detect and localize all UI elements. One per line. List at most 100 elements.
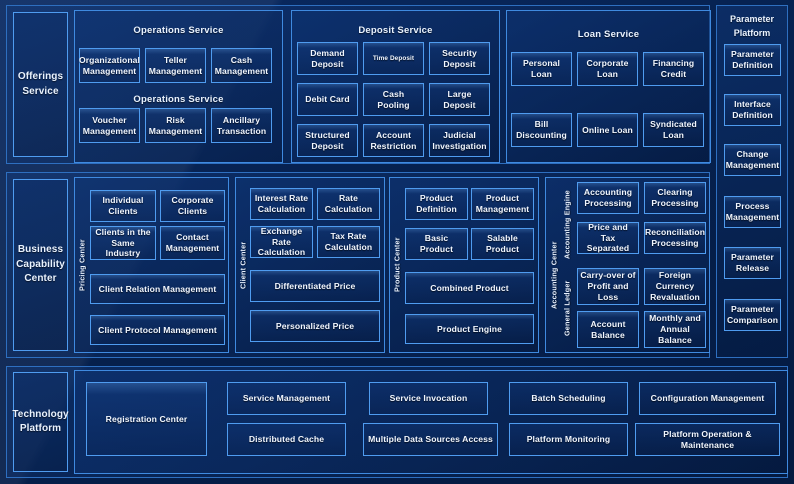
box-label: Judicial Investigation <box>432 129 487 151</box>
box-salable-product[interactable]: Salable Product <box>471 228 534 260</box>
box-structured-deposit[interactable]: Structured Deposit <box>297 124 358 157</box>
group-loan-service: Loan Service <box>506 10 711 163</box>
box-batch-scheduling[interactable]: Batch Scheduling <box>509 382 628 415</box>
box-label: Corporate Loan <box>586 58 629 79</box>
box-platform-operation-and-maintenance[interactable]: Platform Operation & Maintenance <box>635 423 780 456</box>
box-demand-deposit[interactable]: Demand Deposit <box>297 42 358 75</box>
box-change-management[interactable]: Change Management <box>724 144 781 176</box>
box-interest-rate-calculation[interactable]: Interest Rate Calculation <box>250 188 313 220</box>
box-personal-loan[interactable]: Personal Loan <box>511 52 572 86</box>
group-operations-service: Operations Service Operations Service <box>74 10 283 163</box>
box-time-deposit[interactable]: Time Deposit <box>363 42 424 75</box>
box-product-engine[interactable]: Product Engine <box>405 314 534 344</box>
box-online-loan[interactable]: Online Loan <box>577 113 638 147</box>
box-clients-in-the-same-industry[interactable]: Clients in the Same Industry <box>90 226 156 260</box>
subgroup-accounting-engine-vlabel: Accounting Engine <box>561 182 573 268</box>
box-syndicated-loan[interactable]: Syndicated Loan <box>643 113 704 147</box>
pillar-business-capability-center: Business Capability Center <box>13 179 68 351</box>
box-process-management[interactable]: Process Management <box>724 196 781 228</box>
group-technology-platform <box>74 370 788 474</box>
pillar-technology-platform-label: Technology Platform <box>12 408 69 435</box>
group-product-center-vlabel: Product Center <box>391 215 403 315</box>
box-label: Clients in the Same Industry <box>95 226 151 259</box>
parameter-platform-title: Parameter Platform <box>716 12 788 42</box>
box-foreign-currency-revaluation[interactable]: Foreign Currency Revaluation <box>644 268 706 305</box>
pillar-business-capability-center-label: Business Capability Center <box>16 244 65 285</box>
pillar-offerings-service-label: Offerings Service <box>17 71 64 97</box>
box-accounting-processing[interactable]: Accounting Processing <box>577 182 639 214</box>
box-client-protocol-management[interactable]: Client Protocol Management <box>90 315 225 345</box>
box-contact-management[interactable]: Contact Management <box>160 226 225 260</box>
box-label: Clearing Processing <box>651 187 699 208</box>
box-multiple-data-sources-access[interactable]: Multiple Data Sources Access <box>363 423 498 456</box>
box-label: Syndicated Loan <box>650 119 697 140</box>
box-rate-calculation[interactable]: Rate Calculation <box>317 188 380 220</box>
box-label: Cash Pooling <box>377 88 410 110</box>
box-client-relation-management[interactable]: Client Relation Management <box>90 274 225 304</box>
box-large-deposit[interactable]: Large Deposit <box>429 83 490 116</box>
subgroup-general-ledger-vlabel: General Ledger <box>561 266 573 350</box>
box-cash-management[interactable]: Cash Management <box>211 48 272 83</box>
box-label: Security Deposit <box>442 47 477 69</box>
box-voucher-management[interactable]: Voucher Management <box>79 108 140 143</box>
box-label: Interest Rate Calculation <box>254 193 309 214</box>
box-label: Product Engine <box>437 323 502 334</box>
box-cash-pooling[interactable]: Cash Pooling <box>363 83 424 116</box>
box-label: Interface Definition <box>732 99 773 120</box>
box-parameter-definition[interactable]: Parameter Definition <box>724 44 781 76</box>
box-differentiated-price[interactable]: Differentiated Price <box>250 270 380 302</box>
box-label: Parameter Comparison <box>726 304 779 325</box>
vlabel-text: Accounting Engine <box>562 190 572 260</box>
box-financing-credit[interactable]: Financing Credit <box>643 52 704 86</box>
box-label: Product Management <box>475 193 530 214</box>
box-personalized-price[interactable]: Personalized Price <box>250 310 380 342</box>
box-carry-over-of-profit-and-loss[interactable]: Carry-over of Profit and Loss <box>577 268 639 305</box>
box-service-invocation[interactable]: Service Invocation <box>369 382 488 415</box>
box-label: Financing Credit <box>652 58 695 79</box>
box-corporate-clients[interactable]: Corporate Clients <box>160 190 225 222</box>
box-label: Corporate Clients <box>171 195 214 216</box>
box-label: Parameter Definition <box>731 49 774 70</box>
box-service-management[interactable]: Service Management <box>227 382 346 415</box>
box-label: Cash Management <box>214 54 269 76</box>
group-deposit-service: Deposit Service <box>291 10 500 163</box>
box-label: Client Relation Management <box>98 283 217 294</box>
box-basic-product[interactable]: Basic Product <box>405 228 468 260</box>
box-label: Salable Product <box>485 233 520 254</box>
box-tax-rate-calculation[interactable]: Tax Rate Calculation <box>317 226 380 258</box>
box-interface-definition[interactable]: Interface Definition <box>724 94 781 126</box>
box-product-definition[interactable]: Product Definition <box>405 188 468 220</box>
box-security-deposit[interactable]: Security Deposit <box>429 42 490 75</box>
box-clearing-processing[interactable]: Clearing Processing <box>644 182 706 214</box>
box-parameter-comparison[interactable]: Parameter Comparison <box>724 299 781 331</box>
box-platform-monitoring[interactable]: Platform Monitoring <box>509 423 628 456</box>
box-reconciliation-processing[interactable]: Reconciliation Processing <box>644 222 706 254</box>
box-organizational-management[interactable]: Organizational Management <box>79 48 140 83</box>
box-judicial-investigation[interactable]: Judicial Investigation <box>429 124 490 157</box>
box-label: Contact Management <box>165 232 220 253</box>
box-registration-center[interactable]: Registration Center <box>86 382 207 456</box>
box-label: Exchange Rate Calculation <box>257 225 306 258</box>
box-individual-clients[interactable]: Individual Clients <box>90 190 156 222</box>
box-price-and-tax-separated[interactable]: Price and Tax Separated <box>577 222 639 254</box>
box-configuration-management[interactable]: Configuration Management <box>639 382 776 415</box>
box-account-restriction[interactable]: Account Restriction <box>363 124 424 157</box>
box-account-balance[interactable]: Account Balance <box>577 311 639 348</box>
box-corporate-loan[interactable]: Corporate Loan <box>577 52 638 86</box>
vlabel-text: Accounting Center <box>549 241 559 309</box>
box-exchange-rate-calculation[interactable]: Exchange Rate Calculation <box>250 226 313 258</box>
box-bill-discounting[interactable]: Bill Discounting <box>511 113 572 147</box>
box-risk-management[interactable]: Risk Management <box>145 108 206 143</box>
box-label: Combined Product <box>430 282 509 293</box>
box-ancillary-transaction[interactable]: Ancillary Transaction <box>211 108 272 143</box>
box-teller-management[interactable]: Teller Management <box>145 48 206 83</box>
group-client-center-vlabel: Client Center <box>237 215 249 315</box>
box-label: Tax Rate Calculation <box>324 231 373 252</box>
box-combined-product[interactable]: Combined Product <box>405 272 534 304</box>
box-monthly-and-annual-balance[interactable]: Monthly and Annual Balance <box>644 311 706 348</box>
box-label: Batch Scheduling <box>531 393 606 404</box>
box-parameter-release[interactable]: Parameter Release <box>724 247 781 279</box>
box-product-management[interactable]: Product Management <box>471 188 534 220</box>
box-debit-card[interactable]: Debit Card <box>297 83 358 116</box>
box-distributed-cache[interactable]: Distributed Cache <box>227 423 346 456</box>
